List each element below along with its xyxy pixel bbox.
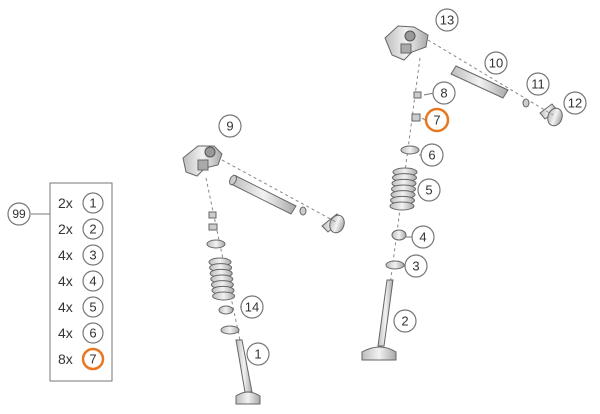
- valve-keepers-right[interactable]: [411, 91, 422, 122]
- callout-label: 13: [440, 13, 454, 28]
- callout-circle: [526, 72, 550, 96]
- kit-item-qty: 4x: [58, 325, 73, 341]
- callout-circle: [240, 295, 264, 319]
- callout-label: 7: [433, 113, 440, 128]
- callout-label: 14: [245, 300, 259, 315]
- callout-label: 3: [412, 259, 419, 274]
- kit-item-number: 1: [89, 196, 96, 211]
- callout-5[interactable]: 5: [417, 178, 441, 202]
- valve-right[interactable]: [361, 279, 397, 361]
- kit-item[interactable]: 8x 7: [58, 347, 105, 371]
- parts-kit-frame: [49, 182, 113, 382]
- callout-1[interactable]: 1: [246, 342, 270, 366]
- spring-retainer-left[interactable]: [206, 239, 226, 249]
- kit-item-circle: [82, 244, 104, 266]
- callout-label: 1: [254, 347, 261, 362]
- callout-99[interactable]: 99: [7, 202, 31, 226]
- callout-label: 4: [419, 230, 426, 245]
- spring-coil: [212, 291, 236, 301]
- kit-item-qty: 4x: [58, 273, 73, 289]
- parts-kit: 99 2x 1 2x 2 4x 3 4x 4 4x 5 4x 6 8x 7: [7, 182, 113, 382]
- callout-circle: [246, 342, 270, 366]
- callout-2[interactable]: 2: [393, 309, 417, 333]
- valve-assembly-right: [361, 25, 565, 361]
- callout-label: 5: [425, 183, 432, 198]
- callout-14[interactable]: 14: [240, 295, 264, 319]
- callout-3[interactable]: 3: [404, 254, 428, 278]
- kit-item[interactable]: 4x 4: [58, 270, 104, 292]
- callout-circle: [484, 51, 508, 75]
- callout-circle: [417, 178, 441, 202]
- callout-circle: [218, 114, 242, 138]
- kit-item-qty: 2x: [58, 221, 73, 237]
- kit-item-circle: [82, 322, 104, 344]
- valve-stem-seal-right[interactable]: [391, 229, 407, 241]
- callout-label: 6: [428, 148, 435, 163]
- callout-12[interactable]: 12: [563, 91, 587, 115]
- kit-item[interactable]: 4x 6: [58, 322, 104, 344]
- kit-item-circle: [82, 296, 104, 318]
- kit-item[interactable]: 4x 5: [58, 296, 104, 318]
- callout-circle: [420, 143, 444, 167]
- kit-items: 2x 1 2x 2 4x 3 4x 4 4x 5 4x 6 8x 7: [58, 192, 105, 371]
- callout-label: 8: [440, 86, 447, 101]
- valve-spring-left[interactable]: [208, 257, 236, 301]
- callout-10[interactable]: 10: [484, 51, 508, 75]
- kit-item-qty: 2x: [58, 195, 73, 211]
- shaft-axis-right: [427, 39, 554, 116]
- shaft-axis-left: [221, 159, 337, 223]
- kit-item-qty: 8x: [58, 351, 73, 367]
- rocker-shaft-left[interactable]: [228, 174, 347, 235]
- kit-item-number: 7: [89, 352, 96, 367]
- kit-item[interactable]: 4x 3: [58, 244, 104, 266]
- callout-8[interactable]: 8: [432, 81, 456, 105]
- callout-13[interactable]: 13: [435, 8, 459, 32]
- callout-label: 2: [401, 314, 408, 329]
- valve-assembly-left: [182, 145, 347, 405]
- callout-99-label: 99: [12, 207, 26, 221]
- spring-seat-right[interactable]: [385, 260, 405, 270]
- callout-label: 10: [489, 56, 503, 71]
- callout-label: 11: [531, 77, 545, 92]
- callout-circle: [393, 309, 417, 333]
- kit-item[interactable]: 2x 1: [58, 192, 104, 214]
- kit-item-circle: [82, 270, 104, 292]
- valve-spring-right[interactable]: [389, 167, 418, 211]
- rocker-arm-right[interactable]: [384, 25, 429, 61]
- kit-item[interactable]: 2x 2: [58, 218, 104, 240]
- spring-retainer-right[interactable]: [400, 145, 420, 155]
- callout-label: 9: [226, 119, 233, 134]
- spring-seat-left[interactable]: [220, 325, 240, 335]
- kit-item-number: 4: [89, 274, 96, 289]
- kit-item-number: 6: [89, 326, 96, 341]
- callout-circle: [432, 81, 456, 105]
- rocker-arm-left[interactable]: [182, 145, 223, 177]
- callout-circle: [404, 254, 428, 278]
- valve-keepers-left[interactable]: [208, 211, 218, 231]
- callout-circle: [411, 225, 435, 249]
- kit-item-qty: 4x: [58, 299, 73, 315]
- callout-label: 12: [568, 96, 582, 111]
- highlight-ring: [81, 347, 105, 371]
- valve-left[interactable]: [235, 339, 261, 405]
- rocker-shaft-right[interactable]: [450, 65, 565, 128]
- kit-item-number: 5: [89, 300, 96, 315]
- valve-stem-seal-left[interactable]: [218, 305, 234, 315]
- callout-6[interactable]: 6: [420, 143, 444, 167]
- kit-item-circle: [82, 218, 104, 240]
- kit-item-qty: 4x: [58, 247, 73, 263]
- callout-9[interactable]: 9: [218, 114, 242, 138]
- callout-circle: [435, 8, 459, 32]
- kit-item-number: 3: [89, 248, 96, 263]
- callout-circle: [563, 91, 587, 115]
- callout-4[interactable]: 4: [411, 225, 435, 249]
- callout-11[interactable]: 11: [526, 72, 550, 96]
- kit-item-number: 2: [89, 222, 96, 237]
- spring-coil: [389, 201, 415, 211]
- callout-7[interactable]: 7: [424, 107, 450, 133]
- highlight-ring: [424, 107, 450, 133]
- kit-item-circle: [82, 192, 104, 214]
